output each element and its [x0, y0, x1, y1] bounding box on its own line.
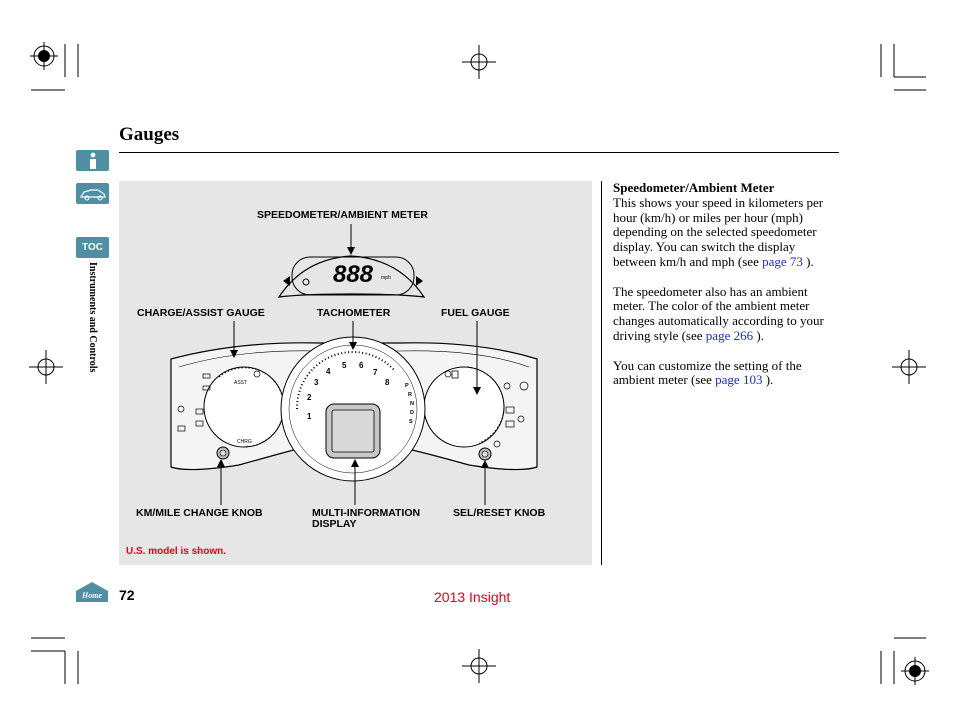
callout-leaders [220, 224, 486, 505]
tach-number-3: 3 [314, 378, 319, 387]
model-note: U.S. model is shown. [126, 546, 227, 557]
footer-title: 2013 Insight [434, 589, 511, 605]
car-icon[interactable] [76, 183, 109, 204]
tach-number-4: 4 [326, 367, 331, 376]
gear-n: N [410, 401, 414, 407]
crop-mark-bottom-left [31, 637, 79, 684]
sel-reset-knob-center [481, 450, 489, 458]
paragraph-1-text: This shows your speed in kilometers per … [613, 194, 824, 269]
callout-speedometer: SPEEDOMETER/AMBIENT METER [257, 209, 428, 221]
upper-speed-display [277, 255, 426, 298]
toc-button[interactable]: TOC [76, 237, 109, 258]
gear-r: R [408, 392, 412, 398]
crop-mark-top-center [462, 45, 496, 79]
page-266-link[interactable]: page 266 [705, 327, 757, 343]
callout-charge-assist: CHARGE/ASSIST GAUGE [137, 307, 265, 319]
tach-number-1: 1 [307, 412, 312, 421]
crop-mark-top-right [880, 44, 926, 91]
callout-multi-info-line2: DISPLAY [312, 518, 357, 530]
speed-display-digits: 888 [333, 261, 374, 288]
indicator-lights [177, 370, 529, 448]
home-label: Home [81, 591, 102, 600]
tach-number-7: 7 [373, 368, 378, 377]
page-73-link[interactable]: page 73 [762, 253, 803, 269]
section-heading: Speedometer/Ambient Meter [613, 180, 775, 195]
page-title: Gauges [119, 124, 180, 145]
paragraph-3-text: You can customize the setting of the amb… [613, 357, 802, 388]
paragraph-2-text: The speedometer also has an ambient mete… [613, 283, 824, 343]
page-103-link[interactable]: page 103 [715, 372, 763, 388]
assist-label: ASST [234, 380, 247, 386]
column-divider [601, 181, 602, 565]
callout-km-mile-knob: KM/MILE CHANGE KNOB [136, 507, 263, 519]
page-number: 72 [119, 587, 135, 603]
crop-mark-middle-right [892, 350, 926, 384]
callout-multi-info-line1: MULTI-INFORMATION [312, 507, 421, 519]
km-mile-knob-center [219, 449, 227, 457]
toc-label: TOC [82, 242, 103, 253]
paragraph-3-end: ). [762, 372, 774, 388]
callout-arrowheads [217, 247, 489, 468]
tachometer-dial [280, 336, 426, 482]
instrument-cluster-illustration: 888 mph ASST CHRG 1 2 3 4 5 6 7 8 P R [170, 224, 538, 505]
gear-p: P [405, 383, 409, 389]
tach-number-5: 5 [342, 361, 347, 370]
gear-s: S [409, 419, 413, 425]
chapter-side-label: Instruments and Controls [87, 262, 98, 373]
gear-d: D [410, 410, 414, 416]
home-button[interactable]: Home [75, 581, 109, 608]
callout-tachometer: TACHOMETER [317, 307, 391, 319]
info-icon[interactable] [76, 150, 109, 171]
callout-fuel-gauge: FUEL GAUGE [441, 307, 510, 319]
paragraph-1-end: ). [802, 253, 814, 269]
tach-number-8: 8 [385, 378, 390, 387]
crop-mark-bottom-center [462, 649, 496, 683]
charge-assist-gauge [203, 366, 285, 448]
title-divider [119, 152, 839, 153]
crop-mark-bottom-right [880, 637, 929, 685]
charge-label: CHRG [237, 439, 252, 445]
tach-number-2: 2 [307, 393, 312, 402]
callout-sel-reset-knob: SEL/RESET KNOB [453, 507, 546, 519]
crop-mark-middle-left [29, 350, 63, 384]
tach-number-6: 6 [359, 361, 364, 370]
paragraph-2-end: ). [756, 327, 764, 343]
fuel-gauge-dial [423, 366, 505, 448]
speed-display-unit: mph [381, 275, 391, 281]
crop-mark-top-left [30, 42, 79, 91]
body-text-column: Speedometer/Ambient Meter This shows you… [613, 180, 841, 403]
